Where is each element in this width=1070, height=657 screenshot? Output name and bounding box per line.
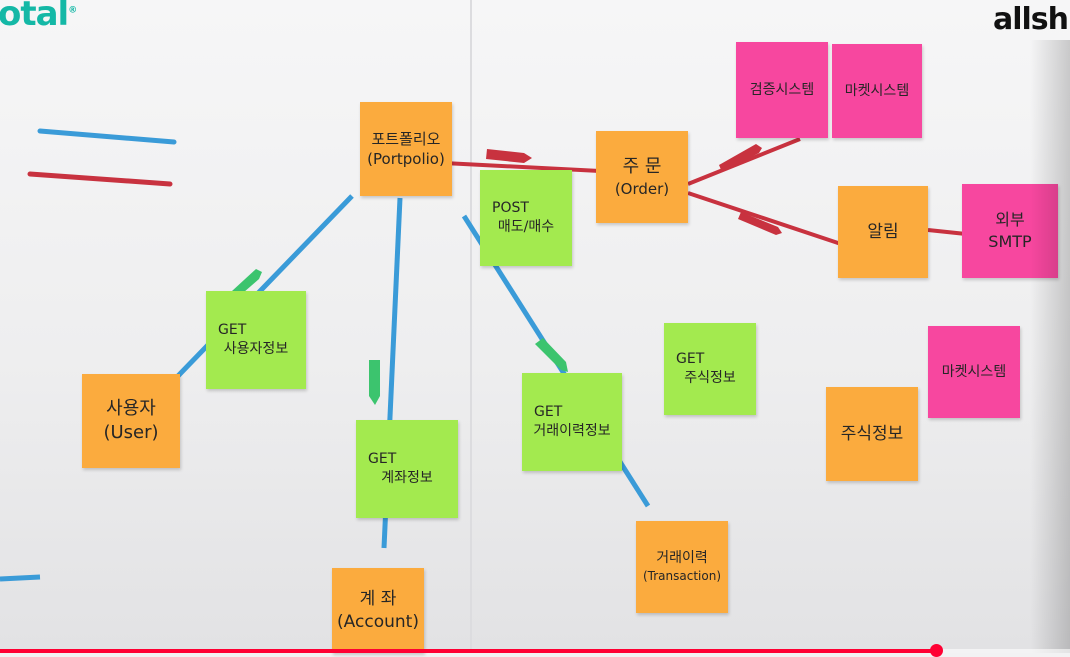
- board-shadow: [1030, 40, 1070, 653]
- brand-logo-left: otal®: [0, 0, 77, 34]
- get-label: GET: [368, 451, 397, 468]
- external-smtp-note: 외부 SMTP: [962, 184, 1058, 278]
- market-system-label: 마켓시스템: [941, 363, 1007, 380]
- video-progress-fill: [0, 649, 937, 653]
- transaction-sublabel: (Transaction): [642, 569, 721, 584]
- user-sublabel: (User): [103, 422, 159, 443]
- get-user-info-label: 사용자정보: [223, 341, 289, 357]
- get-account-info-note: GET 계좌정보: [356, 420, 458, 518]
- user-label: 사용자: [106, 397, 156, 419]
- portfolio-note: 포트폴리오 (Portpolio): [360, 102, 452, 196]
- get-label: GET: [218, 322, 247, 339]
- get-label: GET: [534, 404, 563, 421]
- portfolio-sublabel: (Portpolio): [367, 150, 445, 168]
- market-system-note: 마켓시스템: [832, 44, 922, 138]
- user-note: 사용자 (User): [82, 374, 180, 468]
- alert-note: 알림: [838, 186, 928, 278]
- order-note: 주 문 (Order): [596, 131, 688, 223]
- order-label: 주 문: [622, 155, 662, 177]
- account-note: 계 좌 (Account): [332, 568, 424, 653]
- arrow-icon: [719, 144, 762, 172]
- blue-dash-line-bottom: [0, 574, 41, 582]
- portfolio-label: 포트폴리오: [371, 129, 441, 148]
- post-label: POST: [492, 200, 529, 217]
- alert-label: 알림: [867, 221, 899, 242]
- account-label: 계 좌: [359, 588, 397, 609]
- transaction-note: 거래이력 (Transaction): [636, 521, 728, 613]
- get-transaction-info-note: GET 거래이력정보: [522, 373, 622, 471]
- get-user-info-note: GET 사용자정보: [206, 291, 306, 389]
- verification-system-note: 검증시스템: [736, 42, 828, 138]
- brand-logo-right: allsh: [992, 2, 1069, 37]
- arrow-icon: [369, 360, 380, 405]
- board-seam: [470, 0, 472, 653]
- post-trade-note: POST 매도/매수: [480, 170, 572, 266]
- post-trade-label: 매도/매수: [497, 219, 555, 235]
- order-alert-line: [687, 191, 845, 247]
- stock-info-label: 주식정보: [840, 423, 904, 444]
- order-sublabel: (Order): [614, 180, 670, 199]
- market-system-note: 마켓시스템: [928, 326, 1020, 418]
- arrow-icon: [738, 212, 782, 235]
- get-stock-info-label: 주식정보: [684, 370, 736, 386]
- get-stock-info-note: GET 주식정보: [664, 323, 756, 415]
- red-dash-line: [27, 171, 173, 187]
- registered-mark: ®: [68, 5, 77, 16]
- external-label: 외부: [995, 210, 1025, 230]
- video-progress-bar[interactable]: [0, 644, 1070, 657]
- smtp-label: SMTP: [988, 232, 1032, 251]
- account-sublabel: (Account): [337, 611, 419, 632]
- verification-system-label: 검증시스템: [749, 81, 815, 98]
- blue-dash-line: [37, 128, 177, 145]
- arrow-icon: [535, 338, 568, 372]
- get-transaction-info-label: 거래이력정보: [533, 423, 611, 439]
- get-account-info-label: 계좌정보: [381, 470, 433, 486]
- video-scrubber-handle[interactable]: [930, 644, 944, 657]
- brand-logo-left-text: otal: [0, 0, 69, 34]
- stock-info-note: 주식정보: [826, 387, 918, 481]
- get-label: GET: [676, 351, 705, 368]
- order-verification-line: [687, 137, 801, 186]
- portfolio-order-line: [443, 161, 601, 173]
- transaction-label: 거래이력: [656, 550, 708, 567]
- arrow-icon: [486, 149, 532, 163]
- market-system-label: 마켓시스템: [844, 82, 910, 99]
